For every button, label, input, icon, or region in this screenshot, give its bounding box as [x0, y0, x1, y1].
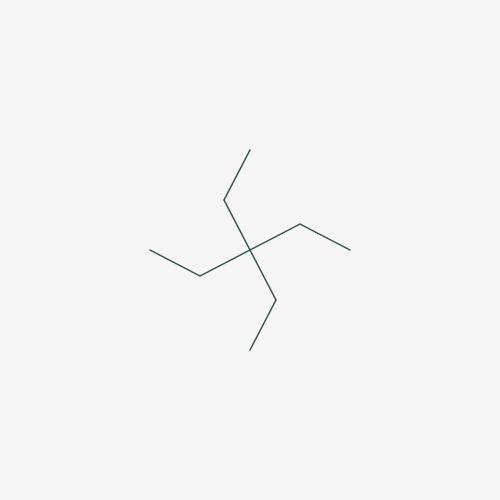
bond-c4-c5: [299, 223, 351, 251]
bond-c1-c8: [199, 249, 251, 277]
bond-c1-c4: [249, 223, 301, 251]
bond-c2-c3: [223, 149, 251, 201]
bond-c8-c9: [149, 249, 201, 277]
bond-c1-c2: [223, 199, 251, 251]
bond-c1-c6: [249, 249, 277, 301]
bond-c6-c7: [249, 299, 277, 351]
bond-group: [149, 149, 351, 351]
